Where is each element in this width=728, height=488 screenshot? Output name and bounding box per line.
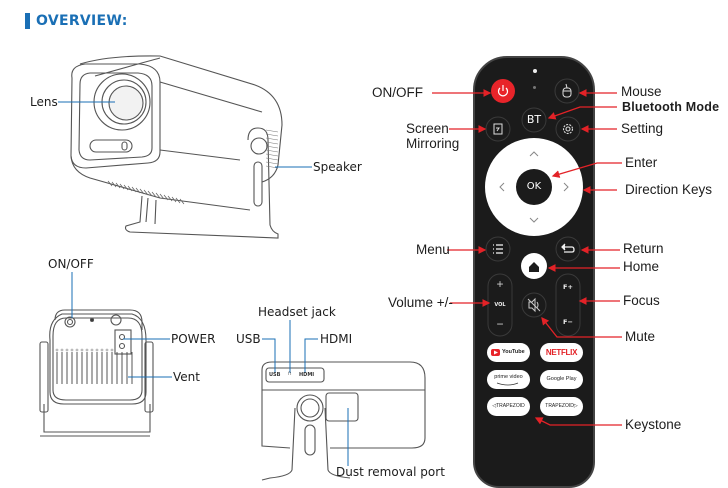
label-lens: Lens: [30, 95, 58, 109]
google-play-label[interactable]: Google Play: [546, 376, 577, 382]
label-enter: Enter: [625, 155, 658, 170]
enter-arrow: [551, 162, 622, 178]
google-play-button: [540, 370, 583, 389]
bluetooth-arrow: [547, 106, 617, 120]
projector-side-illustration: [261, 361, 426, 481]
vol-label: VOL: [494, 302, 506, 308]
keystone-arrow: [534, 417, 622, 426]
prime-smile-icon: [496, 382, 519, 386]
bluetooth-button: [521, 107, 547, 133]
mute-arrow: [541, 316, 622, 338]
label-remote-onoff: ON/OFF: [372, 85, 423, 100]
vent-slats: [56, 352, 133, 384]
front-leader-lines: [58, 101, 312, 168]
chevron-left-icon: [499, 182, 505, 192]
label-menu: Menu: [416, 242, 450, 257]
prime-video-label[interactable]: prime video: [494, 374, 523, 380]
port-usb-text: USB: [269, 372, 281, 378]
trapezoid-left-button: [487, 397, 530, 416]
label-usb: USB: [236, 332, 261, 346]
focus-plus-button[interactable]: F+: [563, 283, 573, 291]
setting-button: [555, 116, 581, 142]
bt-button-label[interactable]: BT: [526, 113, 542, 126]
menu-icon: [493, 244, 503, 254]
power-icon: [497, 85, 509, 97]
youtube-label[interactable]: YouTube: [502, 349, 525, 355]
prime-video-button: [487, 370, 530, 389]
label-volume: Volume +/-: [388, 295, 453, 310]
return-button: [555, 236, 581, 262]
mute-icon: [527, 297, 541, 313]
label-focus: Focus: [623, 293, 660, 308]
trapezoid-right-button: [540, 397, 583, 416]
headphone-icon: ∩: [287, 370, 293, 377]
label-hdmi: HDMI: [320, 332, 353, 346]
trapezoid-right-label[interactable]: TRAPEZOID▷: [545, 403, 578, 409]
focus-rocker: [555, 273, 581, 337]
vol-plus-button[interactable]: +: [496, 277, 504, 291]
screen-mirror-icon: [493, 123, 503, 135]
heading-accent-bar: [25, 13, 30, 29]
ok-button-label[interactable]: OK: [526, 181, 542, 192]
chevron-up-icon: [529, 151, 539, 157]
label-setting: Setting: [621, 121, 664, 136]
port-hdmi-text: HDMI: [299, 372, 315, 378]
label-keystone: Keystone: [625, 417, 682, 432]
hdmi-leader: [304, 338, 318, 373]
label-back-onoff: ON/OFF: [48, 257, 94, 271]
label-headset-jack: Headset jack: [258, 305, 336, 319]
back-leader-lines: [71, 272, 172, 378]
usb-leader: [262, 338, 276, 373]
projector-back-illustration: [39, 309, 154, 437]
home-icon: [529, 262, 539, 272]
side-leader-lines: [262, 320, 349, 466]
label-bluetooth-mode: Bluetooth Mode: [622, 100, 720, 114]
ok-button: [516, 169, 552, 205]
label-return: Return: [623, 241, 664, 256]
gear-icon: [562, 123, 574, 135]
label-vent: Vent: [173, 370, 200, 384]
return-icon: [561, 243, 575, 253]
page-title: OVERVIEW:: [36, 13, 128, 29]
label-dust-removal-port: Dust removal port: [336, 465, 445, 479]
label-power: POWER: [171, 332, 216, 346]
vol-minus-button[interactable]: −: [496, 317, 504, 331]
youtube-button: [487, 343, 530, 362]
label-direction-keys: Direction Keys: [625, 182, 713, 197]
indicator-led: [533, 69, 537, 73]
ir-sensor-dot: [533, 86, 536, 89]
label-screen: Screen: [406, 121, 449, 136]
chevron-right-icon: [563, 182, 569, 192]
projector-front-illustration: [70, 55, 283, 239]
trapezoid-left-label[interactable]: ◁TRAPEZOID: [492, 403, 525, 409]
netflix-label[interactable]: NETFLIX: [545, 348, 578, 357]
section-heading: OVERVIEW:: [25, 13, 128, 29]
label-home: Home: [623, 259, 660, 274]
mouse-icon: [562, 83, 572, 98]
remote-leader-lines: [432, 89, 622, 426]
focus-minus-button[interactable]: F−: [563, 318, 573, 326]
label-speaker: Speaker: [313, 160, 362, 174]
netflix-button: [540, 343, 583, 362]
chevron-down-icon: [529, 217, 539, 223]
label-mouse: Mouse: [621, 84, 662, 99]
label-mute: Mute: [625, 329, 656, 344]
label-mirroring: Mirroring: [406, 136, 460, 151]
